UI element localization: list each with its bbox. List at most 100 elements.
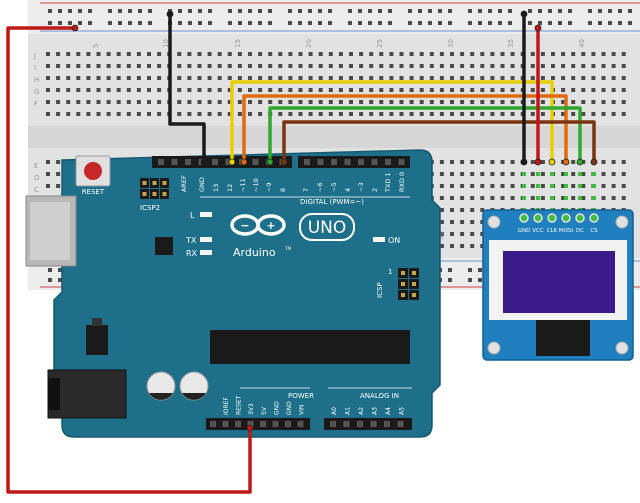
breadboard-hole: [66, 64, 71, 68]
breadboard-hole: [470, 184, 475, 188]
breadboard-hole: [510, 112, 515, 116]
breadboard-hole: [571, 52, 576, 56]
rail-hole: [318, 9, 322, 13]
icsp-pin-tip: [412, 293, 416, 297]
breadboard-hole: [450, 160, 454, 164]
breadboard-hole: [56, 64, 61, 68]
wire-end: [520, 10, 528, 18]
breadboard-hole: [601, 184, 606, 188]
led-on-label: ON: [388, 236, 400, 245]
breadboard-hole: [621, 196, 626, 200]
breadboard-hole: [126, 100, 131, 104]
connected-hole: [592, 172, 596, 176]
breadboard-hole: [551, 52, 555, 56]
breadboard-hole: [106, 100, 111, 104]
rail-hole: [228, 21, 232, 25]
oled-pin: [547, 213, 557, 223]
rail-hole: [538, 21, 542, 25]
breadboard-hole: [66, 88, 71, 92]
breadboard-hole: [308, 88, 313, 92]
power-pin-label: GND: [286, 401, 293, 415]
header-hole: [385, 159, 391, 165]
breadboard-hole: [258, 100, 263, 104]
breadboard-hole: [601, 100, 606, 104]
breadboard-hole: [258, 88, 263, 92]
breadboard-hole: [510, 88, 515, 92]
rail-hole: [298, 21, 302, 25]
col-num-35: 35: [507, 39, 515, 48]
breadboard-hole: [490, 76, 495, 80]
breadboard-hole: [278, 112, 283, 116]
breadboard-hole: [581, 52, 586, 56]
breadboard-hole: [470, 208, 475, 212]
breadboard-hole: [157, 64, 162, 68]
breadboard-hole: [308, 100, 313, 104]
header-hole: [297, 421, 304, 427]
breadboard-hole: [510, 100, 515, 104]
breadboard-hole: [540, 112, 545, 116]
breadboard-hole: [157, 76, 162, 80]
reset-button-cap[interactable]: [84, 162, 102, 180]
breadboard-hole: [419, 88, 424, 92]
breadboard-hole: [611, 64, 616, 68]
breadboard-hole: [268, 64, 273, 68]
breadboard-hole: [439, 172, 444, 176]
breadboard-hole: [318, 88, 323, 92]
breadboard-hole: [126, 112, 131, 116]
breadboard-hole: [611, 196, 616, 200]
breadboard-hole: [460, 64, 465, 68]
logo-plus: +: [266, 219, 275, 232]
breadboard-hole: [298, 100, 303, 104]
breadboard-hole: [591, 52, 596, 56]
breadboard-hole: [571, 172, 576, 176]
breadboard-hole: [591, 88, 596, 92]
breadboard-hole: [460, 184, 465, 188]
breadboard-hole: [581, 64, 586, 68]
breadboard-hole: [318, 64, 323, 68]
connected-hole: [536, 172, 540, 176]
breadboard-hole: [551, 76, 555, 80]
breadboard-hole: [116, 88, 121, 92]
wire-end: [534, 24, 542, 32]
breadboard-hole: [500, 112, 505, 116]
rail-hole: [618, 21, 622, 25]
breadboard-hole: [56, 184, 61, 188]
breadboard-hole: [450, 232, 454, 236]
breadboard-hole: [419, 52, 424, 56]
breadboard-hole: [601, 52, 606, 56]
breadboard-hole: [187, 88, 192, 92]
header-hole: [212, 159, 218, 165]
rail-hole: [528, 21, 532, 25]
breadboard-hole: [66, 100, 71, 104]
rail-hole: [628, 21, 632, 25]
breadboard-hole: [227, 76, 232, 80]
breadboard-hole: [439, 64, 444, 68]
breadboard-hole: [379, 100, 384, 104]
breadboard-hole: [207, 52, 212, 56]
breadboard-hole: [399, 88, 404, 92]
breadboard-hole: [328, 88, 333, 92]
breadboard-hole: [248, 52, 252, 56]
breadboard-hole: [268, 76, 273, 80]
analog-pin-label: A0: [331, 407, 338, 415]
header-hole: [185, 159, 191, 165]
breadboard-hole: [237, 64, 242, 68]
breadboard-hole: [399, 112, 404, 116]
breadboard-hole: [621, 160, 626, 164]
rail-hole: [448, 278, 452, 282]
row-letter-c: C: [34, 186, 39, 194]
breadboard-hole: [571, 196, 576, 200]
breadboard-hole: [207, 76, 212, 80]
rail-hole: [88, 9, 92, 13]
breadboard-hole: [147, 52, 151, 56]
breadboard-hole: [56, 160, 61, 164]
breadboard-hole: [601, 64, 606, 68]
col-num-20: 20: [305, 39, 313, 48]
breadboard-hole: [460, 100, 465, 104]
breadboard-hole: [399, 64, 404, 68]
breadboard-hole: [359, 112, 364, 116]
rail-hole: [48, 21, 52, 25]
breadboard-hole: [470, 220, 475, 224]
